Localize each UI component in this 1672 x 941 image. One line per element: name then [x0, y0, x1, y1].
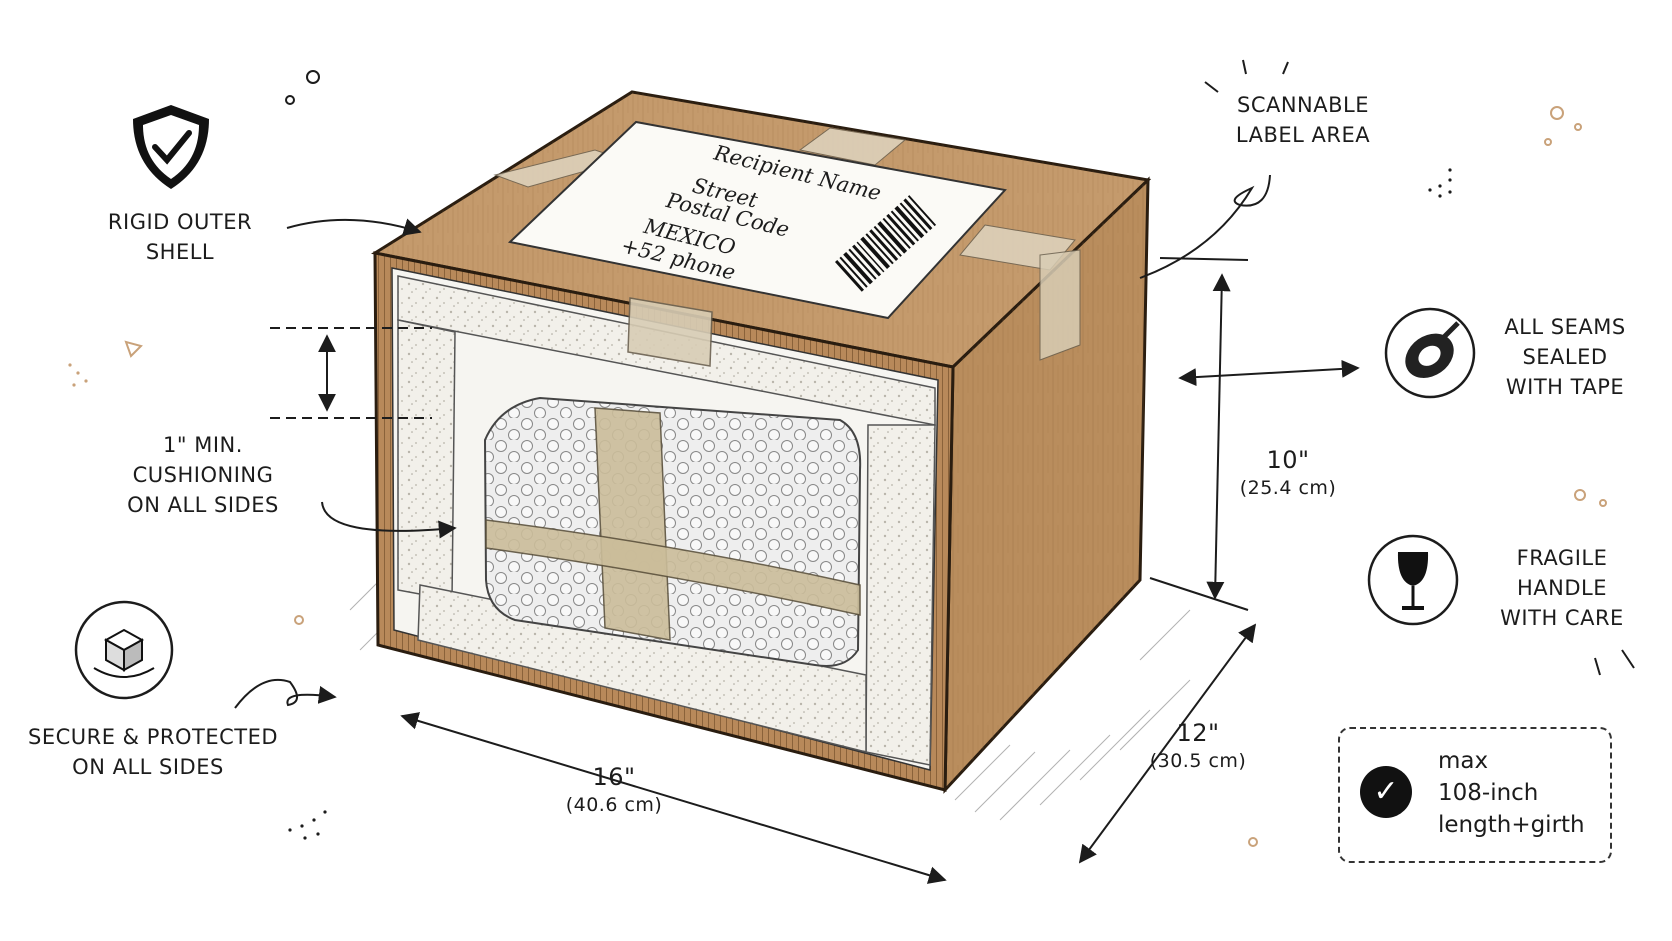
- barcode-icon: [835, 195, 937, 292]
- dimension-width-inches: 16": [592, 763, 636, 791]
- callout-cushioning: 1" MIN. CUSHIONING ON ALL SIDES: [113, 430, 293, 520]
- shield-check-icon: [133, 105, 209, 189]
- callout-secure-line-1: SECURE & PROTECTED: [28, 725, 279, 749]
- check-circle-icon: ✓: [1360, 766, 1412, 818]
- decorative-doodles: [124, 59, 1635, 847]
- size-limit-line-2: 108-inch: [1438, 780, 1539, 806]
- dimension-height-inches: 10": [1266, 446, 1310, 474]
- callout-cushioning-line-1: 1" MIN.: [163, 433, 243, 457]
- callout-scannable-line-1: SCANNABLE: [1236, 93, 1370, 117]
- callout-secure-line-2: ON ALL SIDES: [72, 755, 224, 779]
- tape-roll-icon: [1384, 307, 1476, 399]
- callout-arrows: [234, 174, 1360, 709]
- size-limit-line-3: length+girth: [1438, 812, 1585, 838]
- size-limit-text: max 108-inch length+girth: [1438, 745, 1585, 841]
- callout-seams-line-2: SEALED: [1522, 345, 1608, 369]
- dimension-depth: 12" (30.5 cm): [1138, 718, 1258, 774]
- callout-fragile-line-3: WITH CARE: [1500, 606, 1624, 630]
- dimension-height: 10" (25.4 cm): [1228, 445, 1348, 501]
- dimension-depth-inches: 12": [1176, 719, 1220, 747]
- size-limit-line-1: max: [1438, 748, 1489, 774]
- callout-seams-line-3: WITH TAPE: [1505, 375, 1625, 399]
- wine-glass-icon: [1367, 534, 1459, 626]
- dot-clusters: [68, 168, 1452, 840]
- front-tape: [627, 297, 713, 367]
- callout-secure: SECURE & PROTECTED ON ALL SIDES: [28, 722, 279, 782]
- callout-rigid-shell-line-2: SHELL: [145, 240, 215, 264]
- callout-cushioning-line-2: CUSHIONING: [132, 463, 274, 487]
- callout-seams-line-1: ALL SEAMS: [1504, 315, 1626, 339]
- callout-seams-sealed: ALL SEAMS SEALED WITH TAPE: [1500, 312, 1630, 402]
- size-limit-note: ✓ max 108-inch length+girth: [1338, 727, 1612, 863]
- callout-rigid-shell: RIGID OUTER SHELL: [100, 207, 260, 267]
- callout-fragile: FRAGILE HANDLE WITH CARE: [1492, 543, 1632, 633]
- callout-cushioning-line-3: ON ALL SIDES: [127, 493, 279, 517]
- callout-scannable-label: SCANNABLE LABEL AREA: [1228, 90, 1378, 150]
- callout-rigid-shell-line-1: RIGID OUTER: [107, 210, 253, 234]
- dimension-lines: [270, 257, 1257, 884]
- cushioned-cube-icon: [74, 600, 174, 700]
- dimension-height-cm: (25.4 cm): [1239, 477, 1337, 499]
- callout-fragile-line-2: HANDLE: [1516, 576, 1607, 600]
- callout-fragile-line-1: FRAGILE: [1516, 546, 1608, 570]
- bubble-wrapped-item: [483, 396, 862, 667]
- dimension-depth-cm: (30.5 cm): [1149, 750, 1247, 772]
- callout-scannable-line-2: LABEL AREA: [1235, 123, 1371, 147]
- dimension-width-cm: (40.6 cm): [565, 794, 663, 816]
- dimension-width: 16" (40.6 cm): [554, 762, 674, 818]
